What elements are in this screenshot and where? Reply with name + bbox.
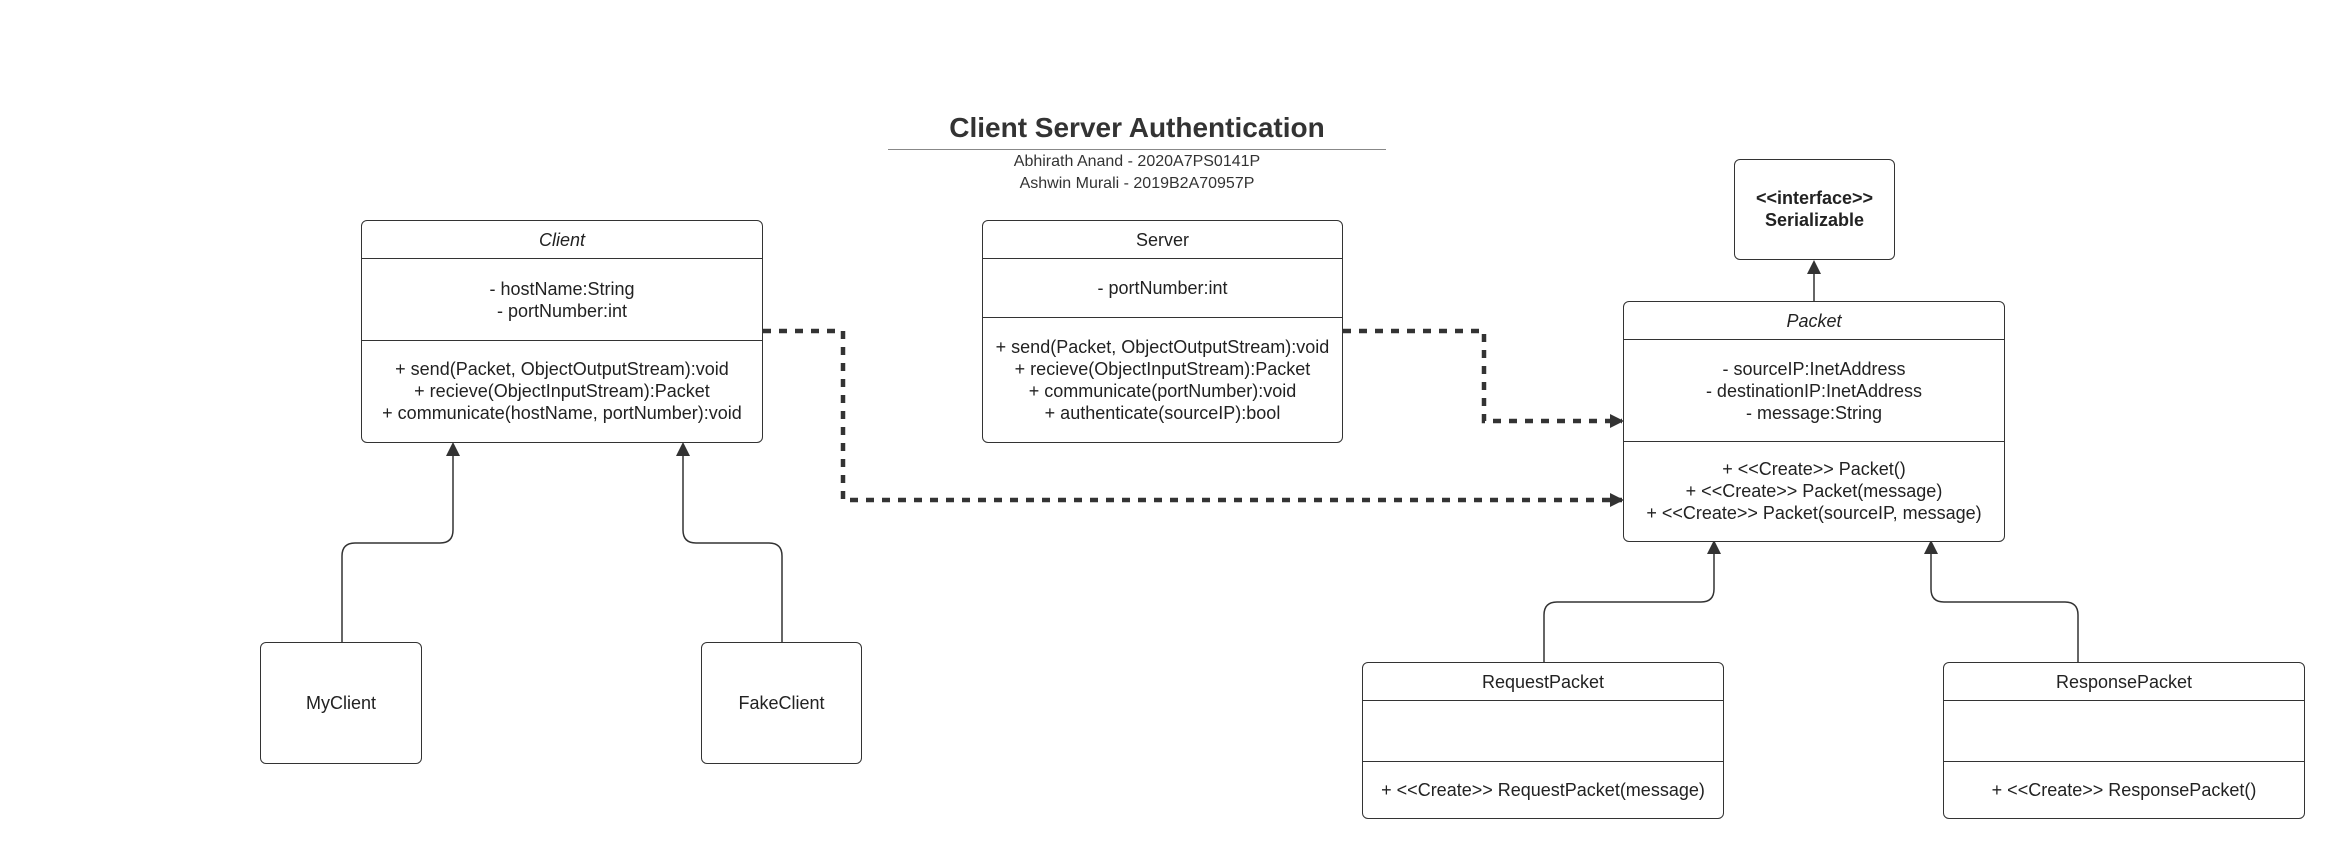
class-myclient-name: MyClient — [305, 692, 376, 713]
divider — [1363, 700, 1723, 701]
divider — [1944, 700, 2304, 701]
method: + communicate(portNumber):void — [1028, 380, 1297, 401]
class-fakeclient[interactable]: FakeClient — [701, 642, 862, 764]
class-server-attributes: - portNumber:int — [983, 259, 1342, 317]
divider — [983, 258, 1342, 259]
attribute: - portNumber:int — [496, 300, 628, 321]
method: + send(Packet, ObjectOutputStream):void — [395, 359, 729, 379]
method: + authenticate(sourceIP):bool — [1044, 402, 1281, 423]
title-underline — [888, 149, 1386, 150]
divider — [362, 340, 762, 341]
class-responsepacket[interactable]: ResponsePacket + <<Create>> ResponsePack… — [1943, 662, 2305, 819]
class-client-methods: + send(Packet, ObjectOutputStream):void … — [362, 341, 762, 441]
class-fakeclient-name: FakeClient — [738, 692, 825, 713]
class-packet[interactable]: Packet - sourceIP:InetAddress - destinat… — [1623, 301, 2005, 542]
inheritance-responsepacket-packet — [1924, 540, 2079, 662]
class-requestpacket-methods: + <<Create>> RequestPacket(message) — [1363, 762, 1723, 817]
interface-serializable-label: <<interface>> Serializable — [1735, 160, 1894, 258]
class-server-methods: + send(Packet, ObjectOutputStream):void … — [983, 318, 1342, 441]
method: + <<Create>> Packet(message) — [1685, 481, 1943, 501]
class-myclient[interactable]: MyClient — [260, 642, 422, 764]
method: + <<Create>> Packet(sourceIP, message) — [1646, 503, 1982, 523]
method: + <<Create>> Packet() — [1722, 459, 1906, 479]
author-line-1: Abhirath Anand - 2020A7PS0141P — [1013, 153, 1261, 170]
interface-serializable[interactable]: <<interface>> Serializable — [1734, 159, 1895, 260]
divider — [983, 317, 1342, 318]
diagram-title: Client Server Authentication — [949, 112, 1325, 143]
class-responsepacket-attributes — [1944, 701, 2304, 761]
class-server[interactable]: Server - portNumber:int + send(Packet, O… — [982, 220, 1343, 443]
attribute: - portNumber:int — [1097, 278, 1228, 298]
inheritance-requestpacket-packet — [1543, 540, 1721, 662]
class-requestpacket[interactable]: RequestPacket + <<Create>> RequestPacket… — [1362, 662, 1724, 819]
divider — [1944, 761, 2304, 762]
inheritance-myclient-client — [341, 442, 460, 642]
method: + recieve(ObjectInputStream):Packet — [414, 381, 710, 401]
class-packet-methods: + <<Create>> Packet() + <<Create>> Packe… — [1624, 442, 2004, 540]
method: + <<Create>> RequestPacket(message) — [1381, 779, 1705, 800]
class-packet-attributes: - sourceIP:InetAddress - destinationIP:I… — [1624, 340, 2004, 441]
inheritance-fakeclient-client — [676, 442, 783, 642]
class-client-attributes: - hostName:String - portNumber:int — [362, 259, 762, 340]
class-server-name: Server — [1135, 229, 1189, 250]
dependency-client-packet — [763, 328, 1624, 507]
divider — [1363, 761, 1723, 762]
stereotype: <<interface>> — [1755, 188, 1874, 208]
divider — [1624, 441, 2004, 442]
method: + send(Packet, ObjectOutputStream):void — [995, 336, 1330, 357]
dependency-server-packet — [1343, 328, 1624, 428]
class-responsepacket-name: ResponsePacket — [2055, 671, 2193, 692]
attribute: - destinationIP:InetAddress — [1705, 380, 1923, 401]
attribute: - hostName:String — [489, 278, 635, 299]
class-client[interactable]: Client - hostName:String - portNumber:in… — [361, 220, 763, 443]
divider — [362, 258, 762, 259]
class-responsepacket-methods: + <<Create>> ResponsePacket() — [1944, 762, 2304, 817]
method: + <<Create>> ResponsePacket() — [1991, 779, 2257, 800]
class-requestpacket-attributes — [1363, 701, 1723, 761]
attribute: - sourceIP:InetAddress — [1722, 358, 1906, 379]
attribute: - message:String — [1745, 402, 1883, 423]
author-line-2: Ashwin Murali - 2019B2A70957P — [1019, 175, 1255, 192]
method: + communicate(hostName, portNumber):void — [382, 403, 742, 423]
divider — [1624, 339, 2004, 340]
class-packet-name: Packet — [1786, 310, 1842, 331]
class-client-name: Client — [538, 229, 586, 250]
class-requestpacket-name: RequestPacket — [1481, 671, 1605, 692]
method: + recieve(ObjectInputStream):Packet — [1014, 358, 1311, 379]
interface-name: Serializable — [1764, 210, 1865, 230]
